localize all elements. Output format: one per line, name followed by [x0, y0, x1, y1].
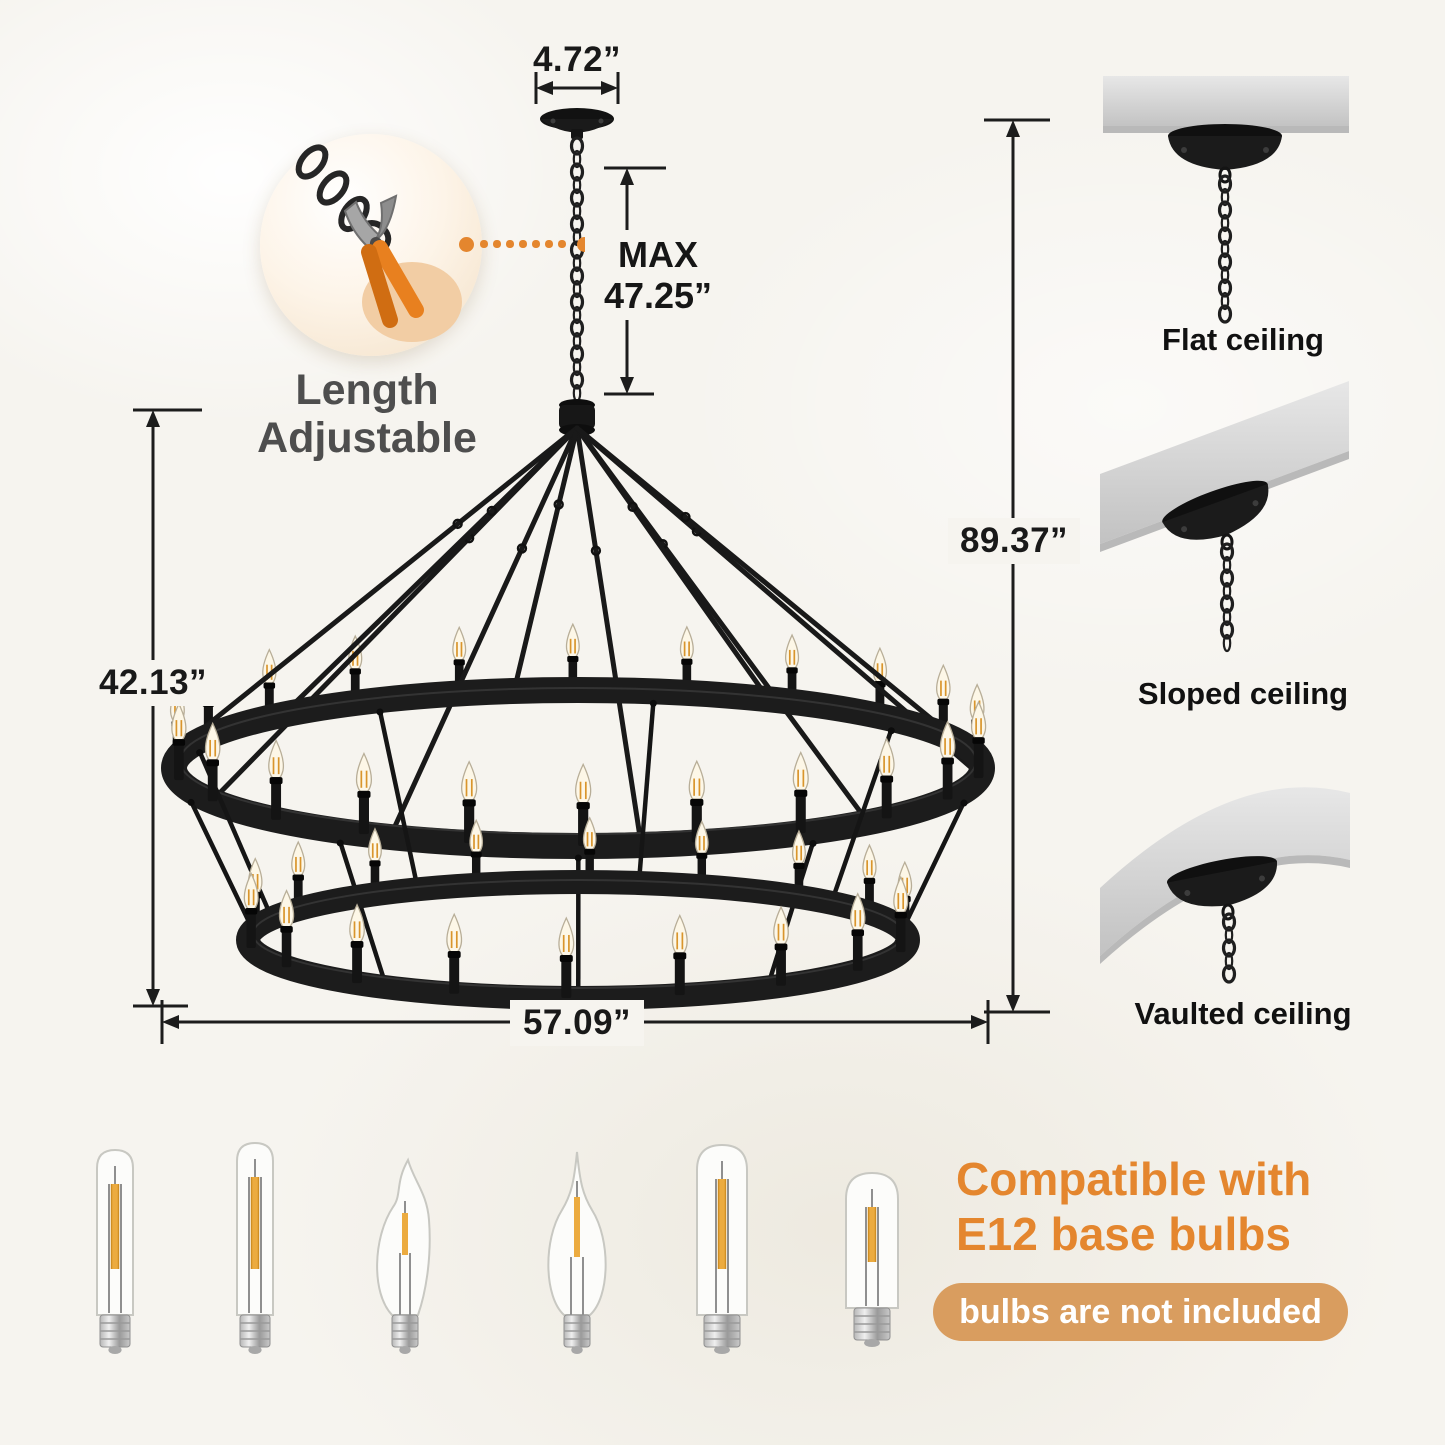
dim-chain-max-label: MAX: [618, 234, 698, 275]
dim-canopy-width: 4.72”: [532, 40, 622, 79]
dim-chain-max: MAX 47.25”: [585, 230, 731, 321]
vaulted-ceiling-chain: [1221, 912, 1237, 984]
e12-bulb-illustrations: [96, 1141, 899, 1354]
chandelier-illustration: [161, 108, 995, 1010]
dim-fixture-height: 42.13”: [86, 660, 220, 706]
compatibility-line1: Compatible with: [956, 1153, 1312, 1205]
compatibility-title: Compatible with E12 base bulbs: [956, 1152, 1376, 1262]
length-adjustable-line1: Length: [295, 366, 439, 414]
dim-total-height: 89.37”: [948, 518, 1080, 564]
length-adjustable-inset: [260, 134, 482, 356]
length-adjustable-line2: Adjustable: [257, 414, 477, 463]
sloped-ceiling-illustration: [1100, 381, 1349, 653]
sloped-ceiling-chain: [1219, 542, 1235, 653]
flat-ceiling-illustration: [1103, 76, 1349, 324]
ceiling-label-flat: Flat ceiling: [1162, 322, 1324, 357]
ceiling-label-sloped: Sloped ceiling: [1137, 676, 1349, 711]
pliers-chain-icon: [295, 144, 462, 342]
length-adjustable-label: Length Adjustable: [200, 366, 534, 462]
vaulted-ceiling-illustration: [1100, 787, 1350, 984]
compatibility-line2: E12 base bulbs: [956, 1208, 1291, 1261]
flat-ceiling-chain: [1217, 174, 1233, 324]
dim-chain-max-value: 47.25”: [603, 275, 713, 317]
ceiling-label-vaulted: Vaulted ceiling: [1134, 996, 1352, 1031]
bulbs-not-included-badge: bulbs are not included: [933, 1283, 1348, 1341]
dim-diameter: 57.09”: [510, 1000, 644, 1046]
